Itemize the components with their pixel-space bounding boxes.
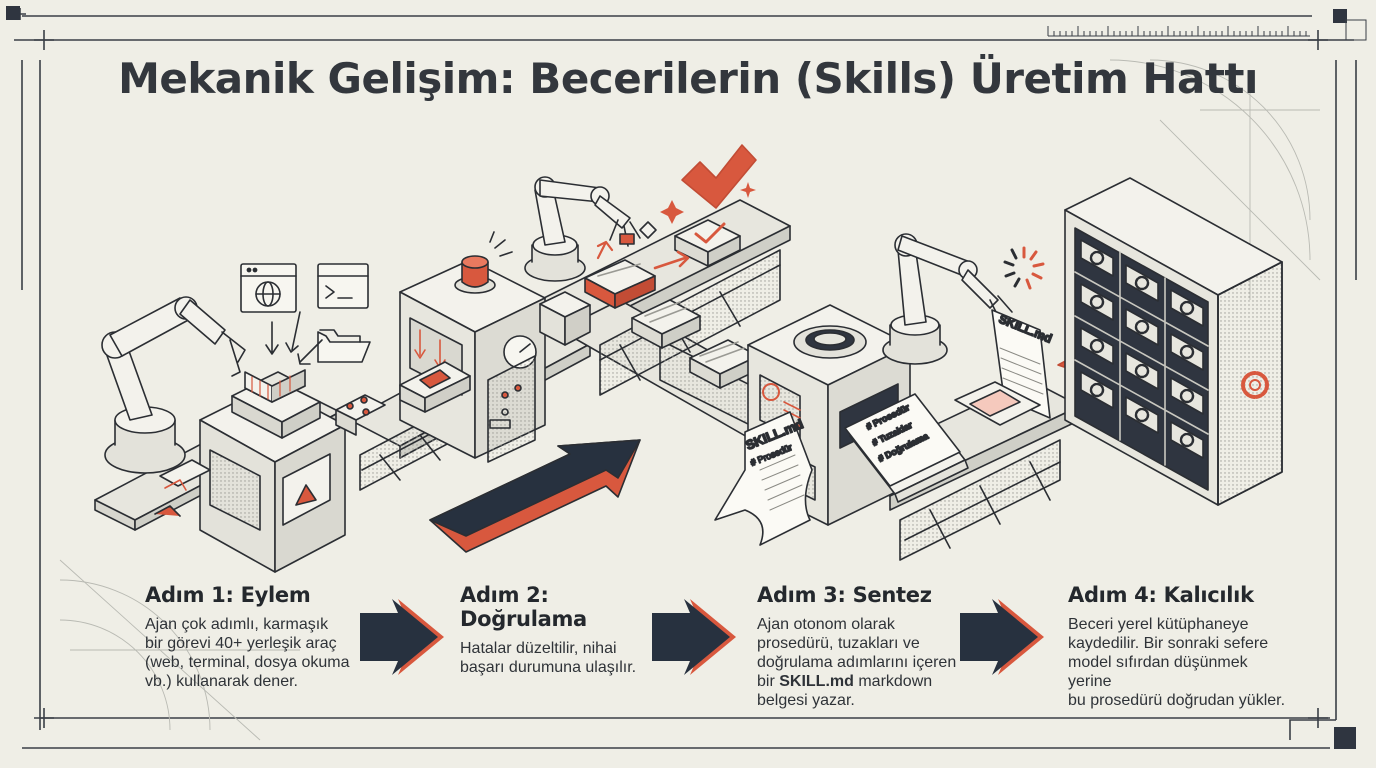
gear-icon [1089, 338, 1105, 354]
skill-library-shelf [1064, 177, 1283, 506]
step-2-line: başarı durumuna ulaşılır. [460, 659, 637, 676]
browser-globe-icon [240, 263, 297, 313]
page-title: Mekanik Gelişim: Becerilerin (Skills) Ür… [118, 54, 1258, 103]
step-4-line: bu prosedürü doğrudan yükler. [1068, 692, 1286, 709]
step-3-line: markdown [853, 673, 933, 690]
step-4-text: Beceri yerel kütüphaneye kaydedilir. Bir… [1068, 615, 1293, 710]
robot-arm-2 [524, 176, 641, 282]
skill-module [1080, 283, 1114, 321]
skill-module [1125, 264, 1159, 302]
step-3-line: doğrulama adımlarını içeren [757, 654, 957, 671]
terminal-icon [317, 263, 369, 309]
skill-md-emphasis: SKILL.md [779, 673, 854, 690]
printed-document-stack [844, 393, 969, 503]
gear-icon [1089, 294, 1105, 310]
robot-arm-3 [882, 233, 1013, 365]
step-1-line: bir görevi 40+ yerleşik araç [145, 635, 337, 652]
step-2-title: Adım 2: Doğrulama [460, 583, 587, 631]
step-3-text: Ajan otonom olarak prosedürü, tuzakları … [757, 615, 962, 710]
step-1-text: Ajan çok adımlı, karmaşık bir görevi 40+… [145, 615, 360, 691]
gear-icon [1134, 319, 1150, 335]
step-1-line: Ajan çok adımlı, karmaşık [145, 616, 329, 633]
skill-md-scroll-left [714, 411, 813, 546]
step-arrow-2 [652, 599, 736, 675]
step-3-line: belgesi yazar. [757, 692, 855, 709]
step-3-line: Ajan otonom olarak [757, 616, 895, 633]
folder-icon [317, 329, 371, 363]
gear-icon [1179, 432, 1195, 448]
skill-module [1125, 308, 1159, 346]
gear-icon [1134, 275, 1150, 291]
skill-module [1170, 421, 1204, 459]
skill-module [1125, 396, 1159, 434]
gear-icon [1089, 382, 1105, 398]
step-3-line: bir [757, 673, 780, 690]
checkmark-icon [681, 144, 757, 209]
step-arrow-1 [360, 599, 444, 675]
gear-icon [1134, 407, 1150, 423]
gear-icon [1179, 300, 1195, 316]
skill-module [1080, 327, 1114, 365]
step-2-text: Hatalar düzeltilir, nihai başarı durumun… [460, 639, 660, 677]
skill-module [1080, 371, 1114, 409]
action-machine [154, 369, 346, 573]
gear-icon [1179, 344, 1195, 360]
step-2-line: Hatalar düzeltilir, nihai [460, 640, 617, 657]
step-4-title: Adım 4: Kalıcılık [1068, 583, 1254, 607]
step-1-line: (web, terminal, dosya okuma [145, 654, 350, 671]
step-1: Adım 1: Eylem Ajan çok adımlı, karmaşık … [145, 583, 360, 691]
step-4-line: kaydedilir. Bir sonraki sefere [1068, 635, 1269, 652]
step-3-line: prosedürü, tuzakları ve [757, 635, 920, 652]
skill-module [1125, 352, 1159, 390]
package-box [539, 219, 759, 389]
validation-machine [335, 231, 546, 463]
gear-icon [1134, 363, 1150, 379]
skill-module [1080, 239, 1114, 277]
step-1-line: vb.) kullanarak dener. [145, 673, 298, 690]
step-4-line: model sıfırdan düşünmek yerine [1068, 654, 1248, 690]
skill-module [1170, 377, 1204, 415]
skill-module [1170, 289, 1204, 327]
step-2: Adım 2: Doğrulama Hatalar düzeltilir, ni… [460, 583, 660, 677]
loading-spinner-icon [1003, 246, 1045, 290]
step-4: Adım 4: Kalıcılık Beceri yerel kütüphane… [1068, 583, 1293, 710]
gear-icon [1089, 250, 1105, 266]
step-3-title: Adım 3: Sentez [757, 583, 932, 607]
skill-module [1170, 333, 1204, 371]
step-1-title: Adım 1: Eylem [145, 583, 311, 607]
skill-md-document-right [954, 309, 1051, 426]
progress-arrow [429, 439, 641, 553]
gear-icon [1241, 371, 1269, 399]
step-arrow-3 [960, 599, 1044, 675]
step-4-line: Beceri yerel kütüphaneye [1068, 616, 1249, 633]
gear-icon [1179, 388, 1195, 404]
robot-arm-1 [101, 296, 246, 474]
step-3: Adım 3: Sentez Ajan otonom olarak prosed… [757, 583, 962, 710]
